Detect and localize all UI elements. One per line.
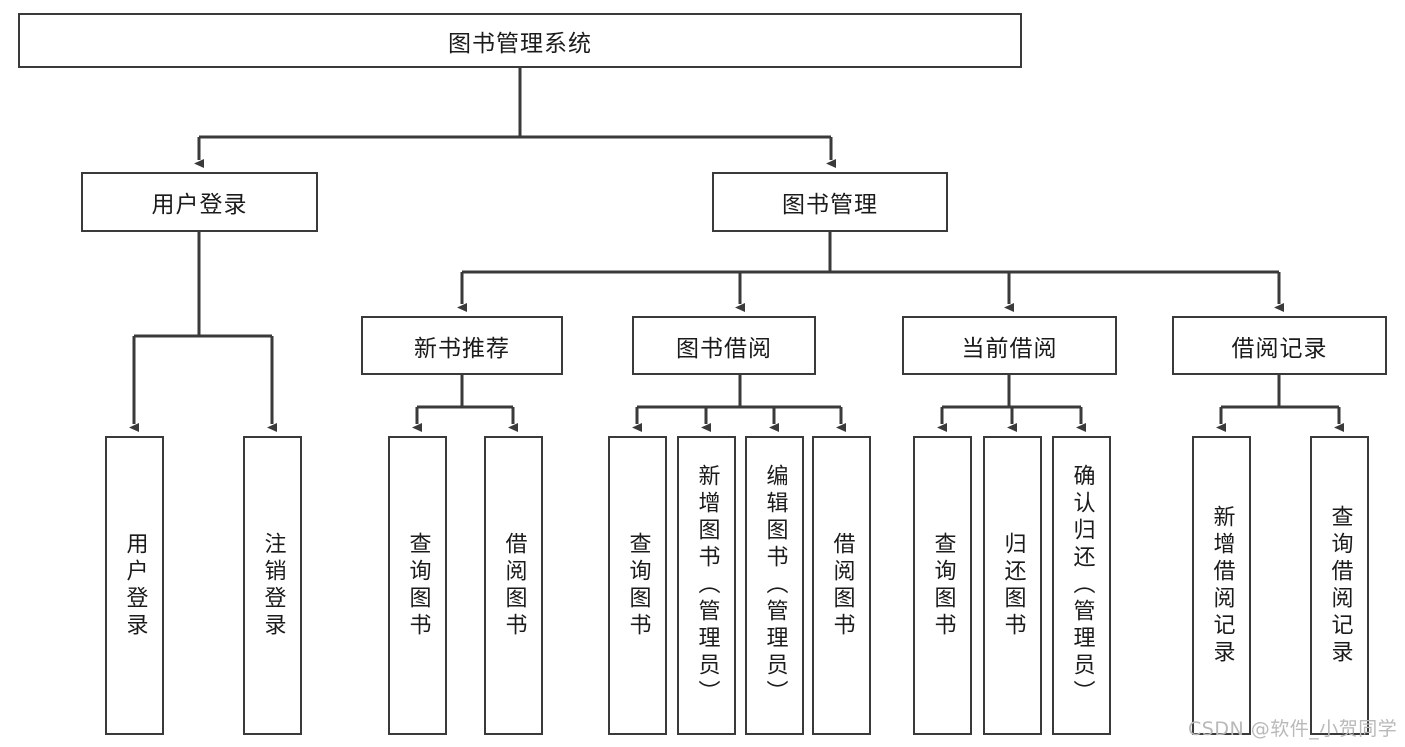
node-leaf-edit-book-admin[interactable]: 编辑图书（管理员） [745, 436, 804, 735]
node-leaf-add-book-admin-label: 新增图书（管理员） [694, 464, 720, 707]
node-current-borrow[interactable]: 当前借阅 [902, 316, 1117, 375]
node-leaf-borrow-books-rec-label: 借阅图书 [501, 531, 527, 640]
node-leaf-borrow-books-rec[interactable]: 借阅图书 [484, 436, 543, 735]
node-leaf-edit-book-admin-label: 编辑图书（管理员） [762, 464, 788, 707]
node-borrow-record[interactable]: 借阅记录 [1172, 316, 1387, 375]
node-leaf-return-books-label: 归还图书 [1000, 531, 1026, 640]
node-leaf-query-books-current-label: 查询图书 [930, 531, 956, 640]
node-leaf-add-book-admin[interactable]: 新增图书（管理员） [677, 436, 736, 735]
node-root[interactable]: 图书管理系统 [18, 13, 1022, 68]
node-leaf-query-borrow-record-label: 查询借阅记录 [1327, 504, 1353, 667]
node-root-label: 图书管理系统 [448, 30, 592, 57]
node-leaf-query-books-borrow-label: 查询图书 [625, 531, 651, 640]
node-leaf-query-books-borrow[interactable]: 查询图书 [608, 436, 667, 735]
node-leaf-logout-login[interactable]: 注销登录 [243, 436, 302, 735]
node-borrow-record-label: 借阅记录 [1231, 335, 1328, 362]
node-current-borrow-label: 当前借阅 [961, 335, 1058, 362]
node-leaf-borrow-books-label: 借阅图书 [829, 531, 855, 640]
node-leaf-user-login-label: 用户登录 [122, 531, 148, 640]
node-user-login[interactable]: 用户登录 [81, 172, 318, 232]
node-leaf-query-books-current[interactable]: 查询图书 [913, 436, 972, 735]
node-leaf-borrow-books[interactable]: 借阅图书 [812, 436, 871, 735]
node-new-book-recommend[interactable]: 新书推荐 [361, 316, 563, 375]
node-book-management-label: 图书管理 [782, 192, 878, 218]
node-leaf-confirm-return-admin[interactable]: 确认归还（管理员） [1052, 436, 1111, 735]
node-leaf-user-login[interactable]: 用户登录 [105, 436, 164, 735]
node-book-borrow-label: 图书借阅 [676, 335, 772, 362]
node-book-borrow[interactable]: 图书借阅 [632, 316, 816, 375]
node-leaf-logout-login-label: 注销登录 [260, 531, 286, 640]
node-user-login-label: 用户登录 [151, 192, 248, 218]
node-leaf-return-books[interactable]: 归还图书 [983, 436, 1042, 735]
node-book-management[interactable]: 图书管理 [712, 172, 948, 232]
node-leaf-query-books-rec-label: 查询图书 [405, 531, 431, 640]
node-new-book-recommend-label: 新书推荐 [414, 335, 510, 362]
csdn-watermark: CSDN @软件_小贺同学 [1188, 718, 1398, 740]
node-leaf-query-books-rec[interactable]: 查询图书 [388, 436, 447, 735]
node-leaf-add-borrow-record-label: 新增借阅记录 [1209, 504, 1235, 667]
node-leaf-add-borrow-record[interactable]: 新增借阅记录 [1192, 436, 1251, 735]
node-leaf-query-borrow-record[interactable]: 查询借阅记录 [1310, 436, 1369, 735]
node-leaf-confirm-return-admin-label: 确认归还（管理员） [1069, 464, 1095, 707]
